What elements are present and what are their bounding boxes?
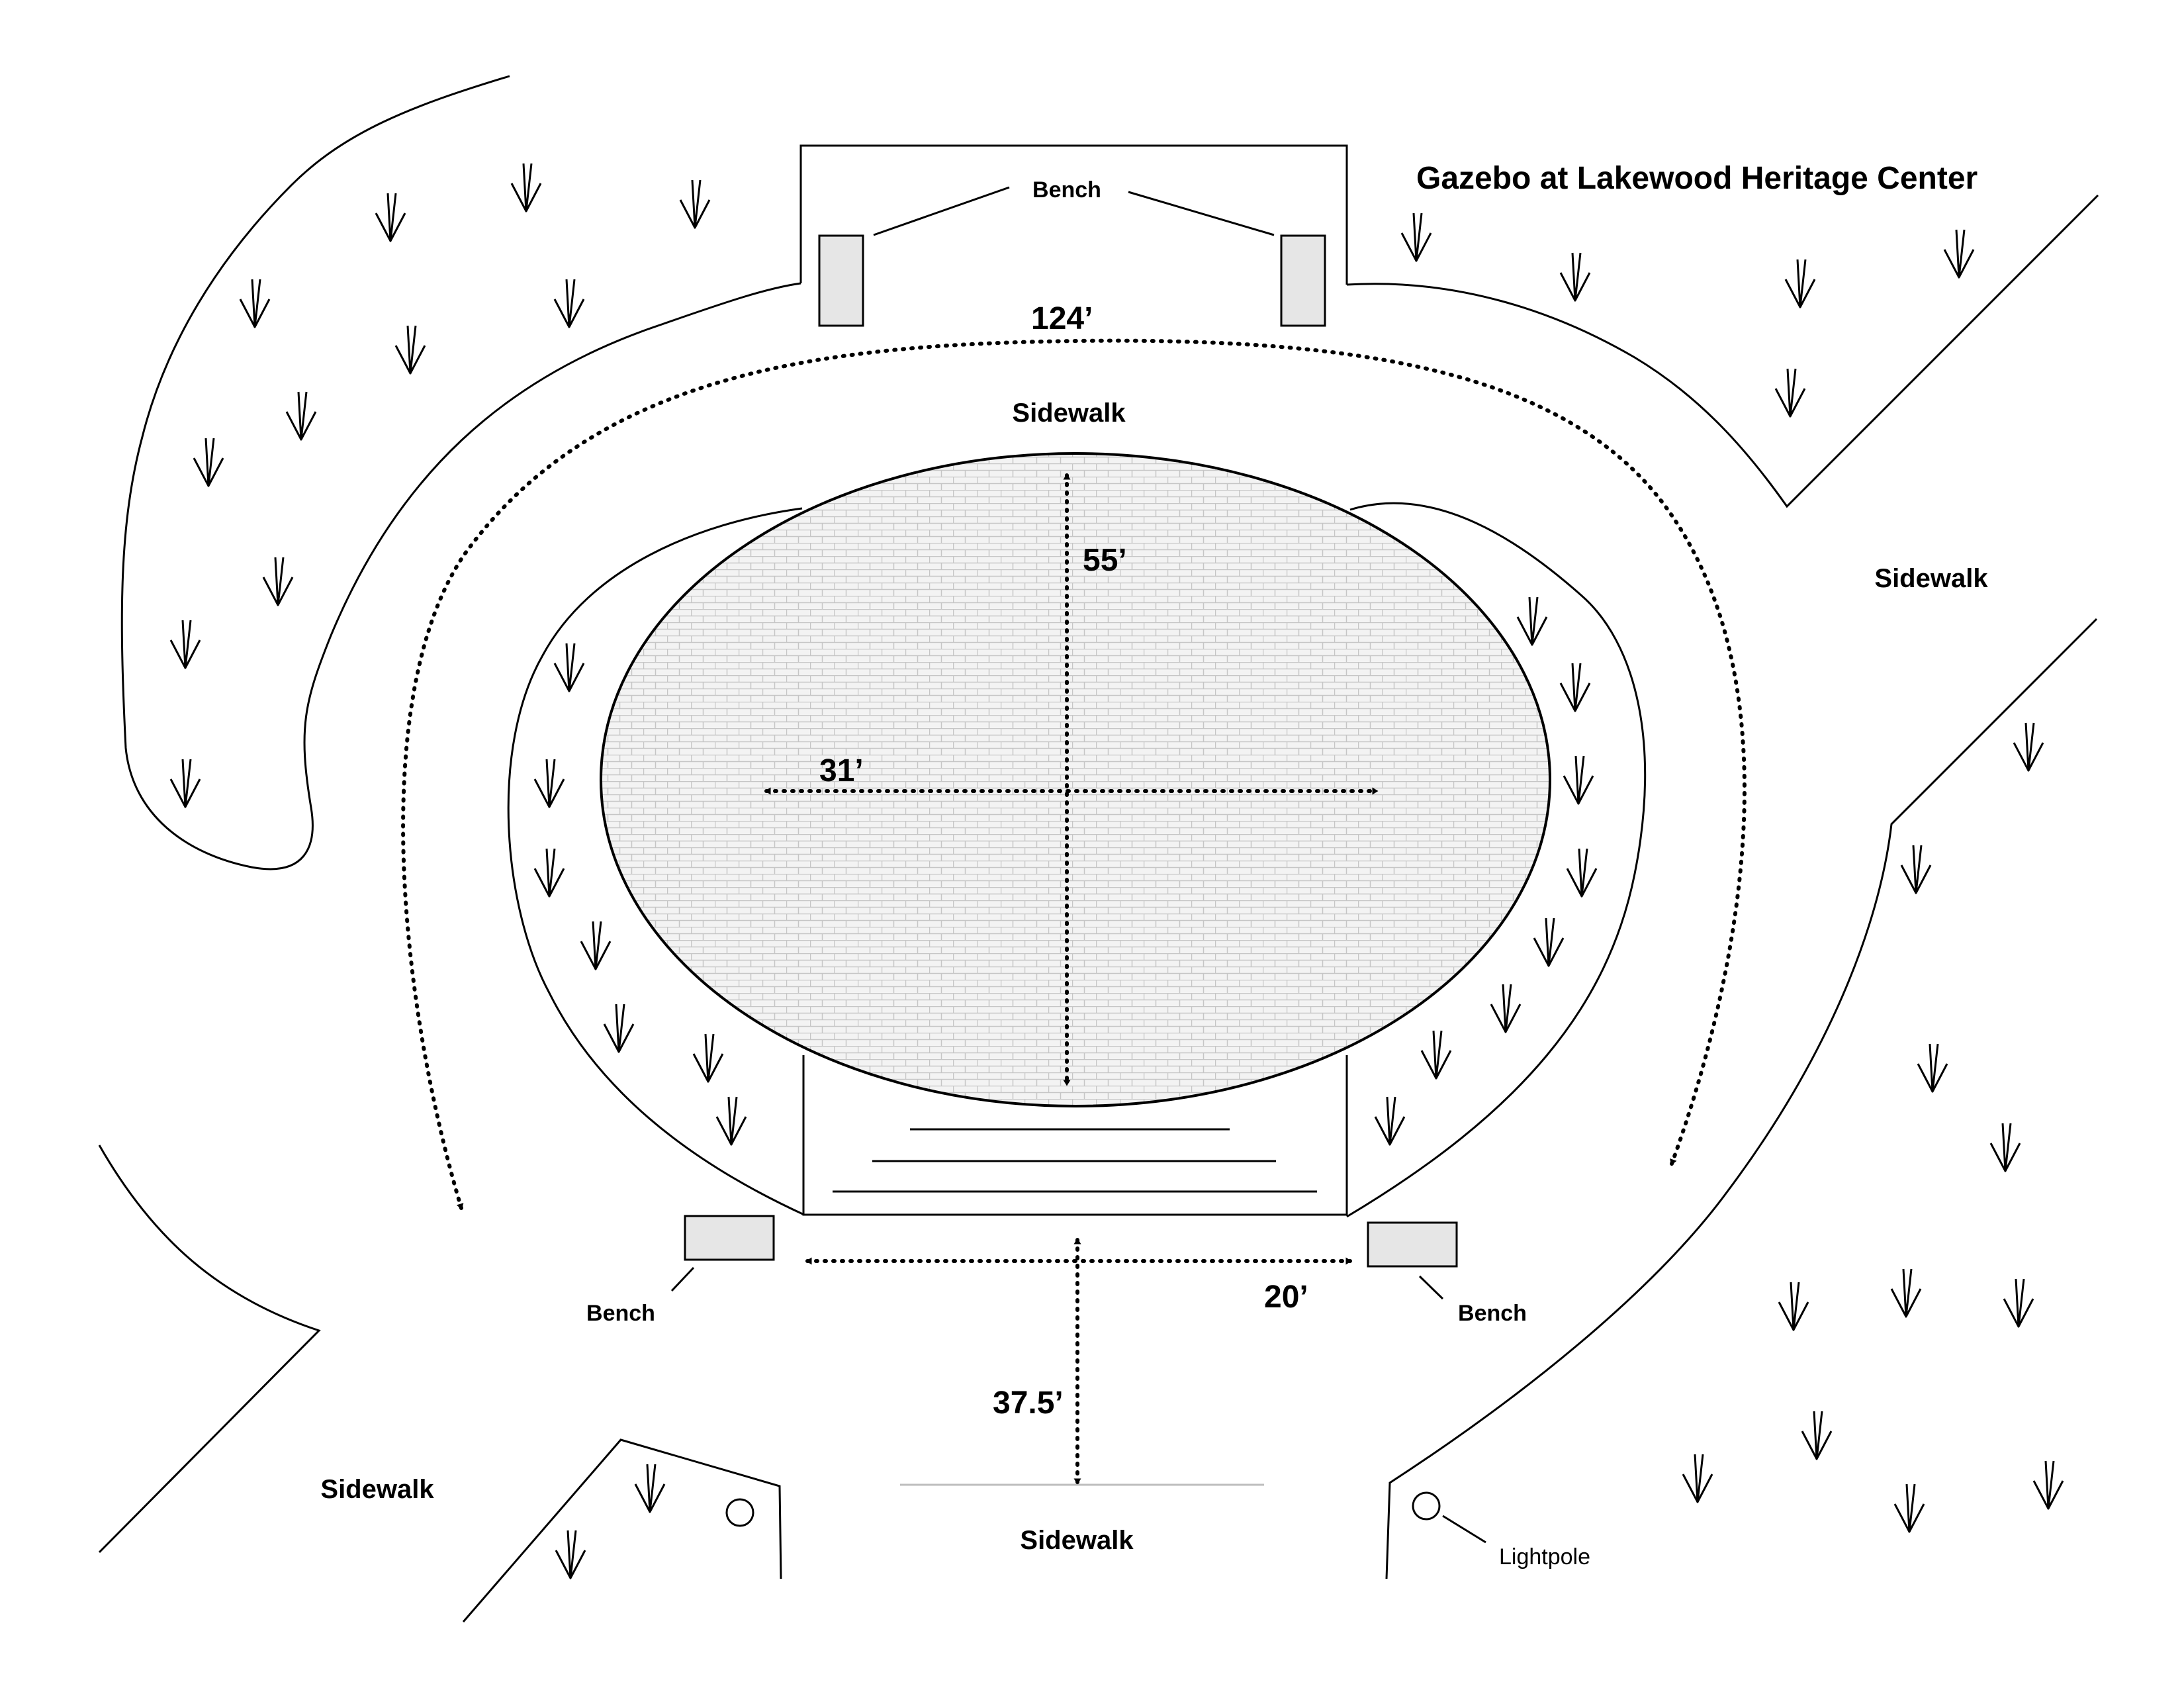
bench-south-left [684,1215,775,1261]
grass-tuft-icon [239,278,271,328]
path-edge-east [1385,618,2098,1579]
grass-tuft-icon [1801,1410,1833,1460]
grass-tuft-icon [2032,1460,2064,1510]
path-edge-south-left [462,1438,782,1622]
grass-tuft-icon [1989,1122,2021,1172]
grass-tuft-icon [1900,844,1932,894]
leader-bench-north-right [1128,191,1275,236]
grass-tuft-icon [510,162,542,212]
grass-tuft-icon [1400,212,1432,262]
grass-tuft-icon [262,556,294,606]
dim-label-gazebo-width: 31’ [819,753,864,788]
label-bench-north: Bench [1032,177,1101,203]
lightpole-icon [725,1498,754,1527]
bench-north-right [1280,234,1326,327]
bench-south-right [1367,1221,1458,1268]
leader-bench-south-left [670,1266,695,1292]
grass-tuft-icon [634,1463,666,1513]
grass-tuft-icon [1778,1281,1809,1331]
grass-tuft-icon [1784,258,1816,308]
grass-tuft-icon [533,758,565,808]
grass-tuft-icon [533,847,565,898]
grass-tuft-icon [1890,1268,1922,1318]
grass-tuft-icon [1559,252,1591,302]
grass-tuft-icon [1774,367,1806,418]
label-bench-south-left: Bench [586,1301,655,1326]
grass-tuft-icon [715,1096,747,1146]
grass-tuft-icon [603,1003,635,1053]
grass-tuft-icon [169,758,201,808]
grass-tuft-icon [555,1529,586,1579]
dim-label-entry-to-sidewalk: 37.5’ [993,1385,1064,1421]
bench-north-left [818,234,864,327]
label-sidewalk-west: Sidewalk [320,1475,434,1504]
grass-tuft-icon [394,324,426,375]
path-edge-southwest [98,1145,321,1554]
grass-tuft-icon [1533,917,1565,967]
grass-tuft-icon [1682,1453,1713,1503]
grass-tuft-icon [1893,1483,1925,1533]
lightpole-icon [1412,1491,1441,1521]
planting-bed-outline-northwest [120,75,801,870]
grass-tuft-icon [1374,1096,1406,1146]
grass-tuft-icon [169,619,201,669]
diagram-title: Gazebo at Lakewood Heritage Center [1416,161,1978,196]
grass-tuft-icon [679,179,711,229]
planting-ring-east [1346,502,1647,1218]
grass-tuft-icon [553,278,585,328]
label-sidewalk-east: Sidewalk [1874,564,1988,593]
dim-label-gazebo-length: 55’ [1083,543,1127,578]
grass-tuft-icon [1559,662,1591,712]
label-sidewalk-south: Sidewalk [1020,1526,1134,1555]
dim-label-entry-width: 20’ [1264,1280,1308,1315]
leader-bench-north-left [873,186,1010,236]
gazebo-pavers [600,452,1551,1107]
grass-tuft-icon [193,437,224,487]
entry-steps-outline [802,1055,1348,1216]
grass-tuft-icon [285,391,317,441]
grass-tuft-icon [1917,1043,1948,1093]
grass-tuft-icon [1490,983,1522,1033]
grass-tuft-icon [692,1033,724,1083]
path-edge-northeast [1346,194,2099,508]
dim-label-path-length: 124’ [1031,301,1093,336]
label-sidewalk-north: Sidewalk [1012,399,1126,428]
grass-tuft-icon [580,920,612,970]
leader-bench-south-right [1418,1275,1444,1300]
grass-tuft-icon [553,642,585,692]
label-bench-south-right: Bench [1458,1301,1527,1326]
north-plaza-outline [799,144,1348,285]
leader-lightpole [1442,1515,1486,1544]
planting-ring-west [507,507,805,1216]
label-lightpole: Lightpole [1499,1544,1590,1570]
grass-tuft-icon [1563,755,1594,805]
grass-tuft-icon [375,192,406,242]
grass-tuft-icon [2013,722,2044,772]
grass-tuft-icon [2003,1278,2034,1328]
grass-tuft-icon [1516,596,1548,646]
grass-tuft-icon [1420,1029,1452,1080]
grass-tuft-icon [1943,228,1975,279]
grass-tuft-icon [1566,847,1598,898]
